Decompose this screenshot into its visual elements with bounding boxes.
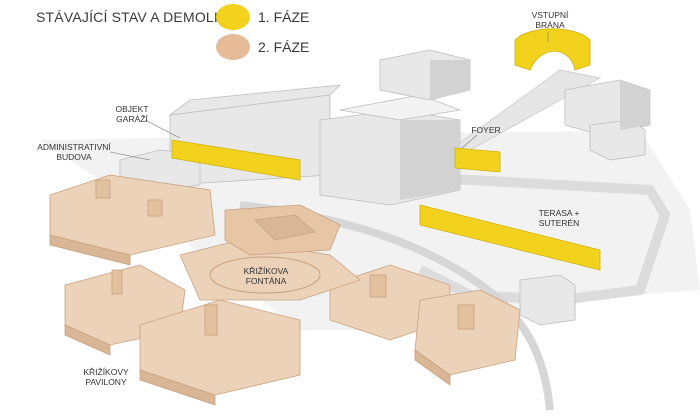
phase1-elements — [171, 28, 601, 271]
fountain-pool — [209, 256, 321, 294]
leader-lines — [109, 32, 549, 161]
label-terasa-suteren: TERASA + SUTERÉN — [538, 208, 580, 228]
pavilion-towers — [95, 179, 475, 336]
small-building-bottom — [519, 274, 576, 326]
garage-strip — [171, 139, 301, 181]
label-krizikova-fontana: KŘIŽÍKOVA FONTÁNA — [243, 266, 289, 286]
phase1-label: 1. FÁZE — [258, 9, 310, 25]
label-krizikovy-pavilony: KŘIŽÍKOVY PAVILONY — [83, 367, 129, 387]
entrance-gate — [514, 28, 591, 71]
phase2-elements — [49, 174, 521, 406]
phase2-label: 2. FÁZE — [258, 39, 310, 55]
terrace-block — [419, 204, 601, 271]
phase1-swatch — [216, 4, 250, 30]
label-objekt-garazi: OBJEKT GARÁŽÍ — [115, 104, 149, 124]
legend-title: STÁVAJÍCÍ STAV A DEMOLICE — [36, 9, 238, 25]
label-vstupni-brana: VSTUPNÍ BRÁNA — [531, 10, 569, 30]
phase2-swatch — [216, 34, 250, 60]
label-administrativni-budova: ADMINISTRATIVNÍ BUDOVA — [37, 142, 111, 162]
label-foyer: FOYER — [471, 125, 501, 135]
foyer-block — [454, 147, 501, 173]
